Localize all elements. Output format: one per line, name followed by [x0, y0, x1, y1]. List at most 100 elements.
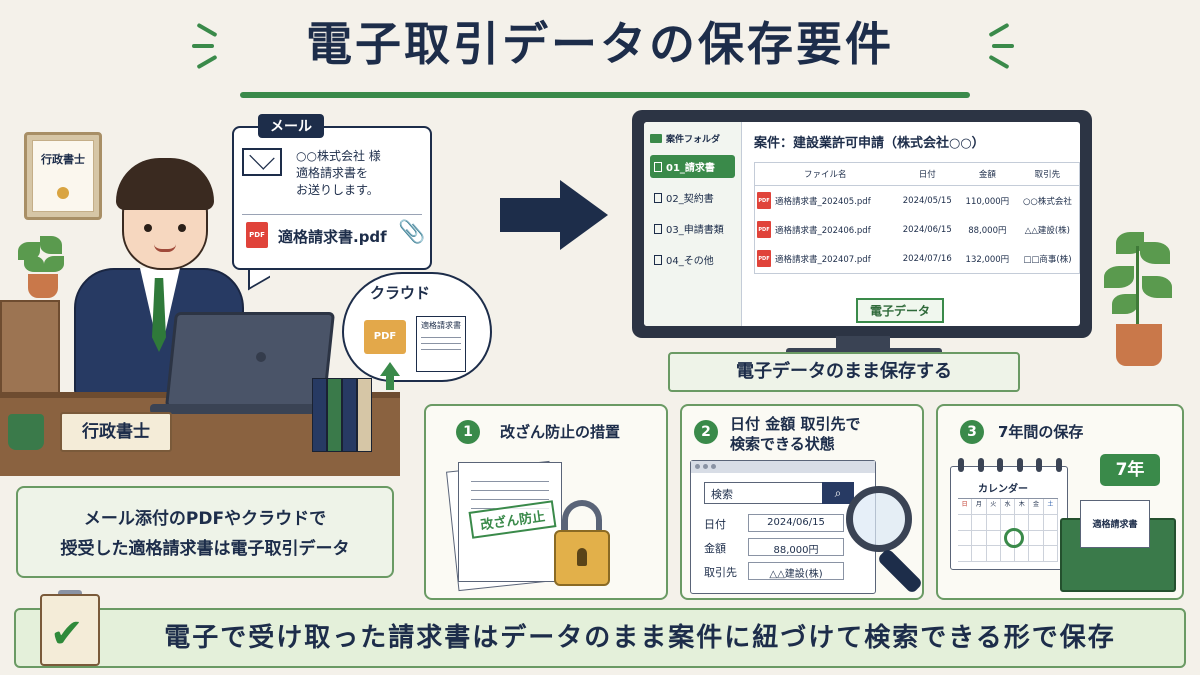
- search-field-label: 金額: [704, 542, 726, 555]
- folder-icon: [650, 134, 662, 143]
- requirement-number: 2: [694, 420, 718, 444]
- summary-banner: [14, 608, 1186, 668]
- sidebar-item-label: 02_契約書: [666, 194, 714, 205]
- requirement-title-line: 検索できる状態: [730, 435, 835, 453]
- calendar-day: 火: [986, 499, 1001, 515]
- calendar-day: 土: [1043, 499, 1058, 515]
- cloud-document: 適格請求書: [416, 316, 466, 372]
- magnifier-icon: [846, 486, 912, 552]
- laptop-logo: [256, 352, 266, 362]
- cloud-document-label: 適格請求書: [421, 321, 461, 330]
- document-icon: [654, 223, 662, 234]
- left-note-line: メール添付のPDFやクラウドで: [83, 509, 327, 529]
- column-header-filename[interactable]: ファイル名: [755, 163, 896, 186]
- retention-badge: 7年: [1100, 454, 1160, 486]
- requirement-title: 日付 金額 取引先で 検索できる状態: [730, 414, 860, 454]
- requirement-number: 1: [456, 420, 480, 444]
- document-icon: [654, 161, 662, 172]
- upload-arrow-icon: [380, 362, 400, 376]
- folder-icon: PDF: [364, 320, 406, 354]
- calendar-day: 月: [972, 499, 987, 515]
- table-row[interactable]: PDF 適格請求書_202406.pdf 2024/06/15 88,000円 △…: [755, 215, 1079, 244]
- sidebar-item-contracts[interactable]: 02_契約書: [650, 186, 735, 209]
- requirement-title: 7年間の保存: [998, 423, 1084, 441]
- file-name: 適格請求書_202406.pdf: [775, 225, 871, 236]
- column-header-date[interactable]: 日付: [895, 163, 959, 186]
- amount-field[interactable]: 88,000円: [748, 538, 844, 556]
- calendar-day: 木: [1015, 499, 1030, 515]
- file-name: 適格請求書_202405.pdf: [775, 196, 871, 207]
- calendar-icon: [950, 466, 1068, 570]
- requirement-number: 3: [960, 420, 984, 444]
- pdf-file-icon: PDF: [757, 221, 771, 238]
- pdf-file-icon: PDF: [246, 222, 268, 248]
- file-date: 2024/05/15: [902, 195, 952, 206]
- sidebar: 案件フォルダ 01_請求書 02_契約書 03_申請書類 04_その他: [644, 122, 742, 326]
- nameplate: 行政書士: [60, 412, 172, 452]
- upload-arrow-shaft: [386, 374, 394, 390]
- search-field-label: 取引先: [704, 566, 737, 579]
- file-table: ファイル名 日付 金額 取引先 PDF 適格請求書_202405.pdf 2024…: [754, 162, 1080, 274]
- left-note: メール添付のPDFやクラウドで 授受した適格請求書は電子取引データ: [16, 486, 394, 578]
- file-partner: ○○株式会社: [1022, 196, 1072, 207]
- books: [312, 378, 372, 452]
- file-date: 2024/07/16: [902, 253, 952, 264]
- partner-field[interactable]: △△建設(株): [748, 562, 844, 580]
- envelope-icon: [242, 148, 282, 176]
- file-partner: □□商事(株): [1023, 254, 1072, 265]
- window-titlebar: [691, 461, 875, 473]
- page-title: 電子取引データの保存要件: [306, 17, 894, 71]
- certificate-label: 行政書士: [41, 153, 85, 166]
- plant-right: [1098, 232, 1178, 368]
- monitor: 案件フォルダ 01_請求書 02_契約書 03_申請書類 04_その他 案件：建…: [632, 110, 1092, 338]
- column-header-partner[interactable]: 取引先: [1015, 163, 1079, 186]
- file-date: 2024/06/15: [902, 224, 952, 235]
- mail-body-line: ○○株式会社 様: [296, 149, 381, 163]
- file-partner: △△建設(株): [1024, 225, 1071, 236]
- monitor-stand: [836, 336, 890, 350]
- mail-body-line: 適格請求書を: [296, 166, 369, 180]
- certificate-frame: 行政書士: [24, 132, 102, 220]
- laptop: [164, 312, 336, 408]
- mail-body: ○○株式会社 様 適格請求書を お送りします。: [296, 148, 426, 199]
- clipboard-icon: [40, 594, 100, 666]
- pdf-file-icon: PDF: [757, 192, 771, 209]
- mug-icon: [8, 414, 44, 450]
- sidebar-item-label: 01_請求書: [666, 163, 715, 174]
- sidebar-item-applications[interactable]: 03_申請書類: [650, 217, 735, 240]
- cabinet: [0, 300, 60, 400]
- search-button[interactable]: ⌕: [822, 482, 854, 504]
- mail-divider: [242, 214, 422, 215]
- plant-left: [14, 236, 70, 298]
- save-caption: 電子データのまま保存する: [668, 352, 1020, 392]
- title-accent-mark: [992, 44, 1014, 48]
- summary-text: 電子で受け取った請求書はデータのまま案件に紐づけて検索できる形で保存: [164, 623, 1116, 653]
- sidebar-item-invoices[interactable]: 01_請求書: [650, 155, 735, 178]
- sidebar-item-label: 04_その他: [666, 256, 714, 267]
- title-accent-mark: [192, 44, 214, 48]
- cloud-label: クラウド: [370, 284, 431, 302]
- case-title: 案件：建設業許可申請（株式会社○○）: [754, 136, 985, 151]
- laptop-base: [150, 404, 350, 414]
- pdf-file-icon: PDF: [757, 250, 771, 267]
- mail-body-line: お送りします。: [296, 183, 379, 197]
- paperclip-icon: 📎: [398, 220, 426, 245]
- sidebar-item-other[interactable]: 04_その他: [650, 248, 735, 271]
- column-header-amount[interactable]: 金額: [958, 163, 1016, 186]
- flow-arrow-head: [560, 180, 608, 250]
- calendar-grid: 日 月 火 水 木 金 土: [958, 498, 1058, 562]
- calendar-rings: [958, 458, 1062, 472]
- file-amount: 88,000円: [968, 225, 1007, 236]
- calendar-marked-day: [1004, 528, 1024, 548]
- checkmark-icon: ✔: [50, 611, 84, 657]
- sidebar-header: 案件フォルダ: [650, 128, 735, 145]
- stored-document: 適格請求書: [1080, 500, 1150, 548]
- date-field[interactable]: 2024/06/15: [748, 514, 844, 532]
- attachment-name[interactable]: 適格請求書.pdf: [278, 228, 387, 246]
- calendar-title: カレンダー: [978, 484, 1028, 495]
- document-icon: [654, 254, 662, 265]
- mail-tag: メール: [258, 114, 324, 138]
- search-field-label: 日付: [704, 518, 726, 531]
